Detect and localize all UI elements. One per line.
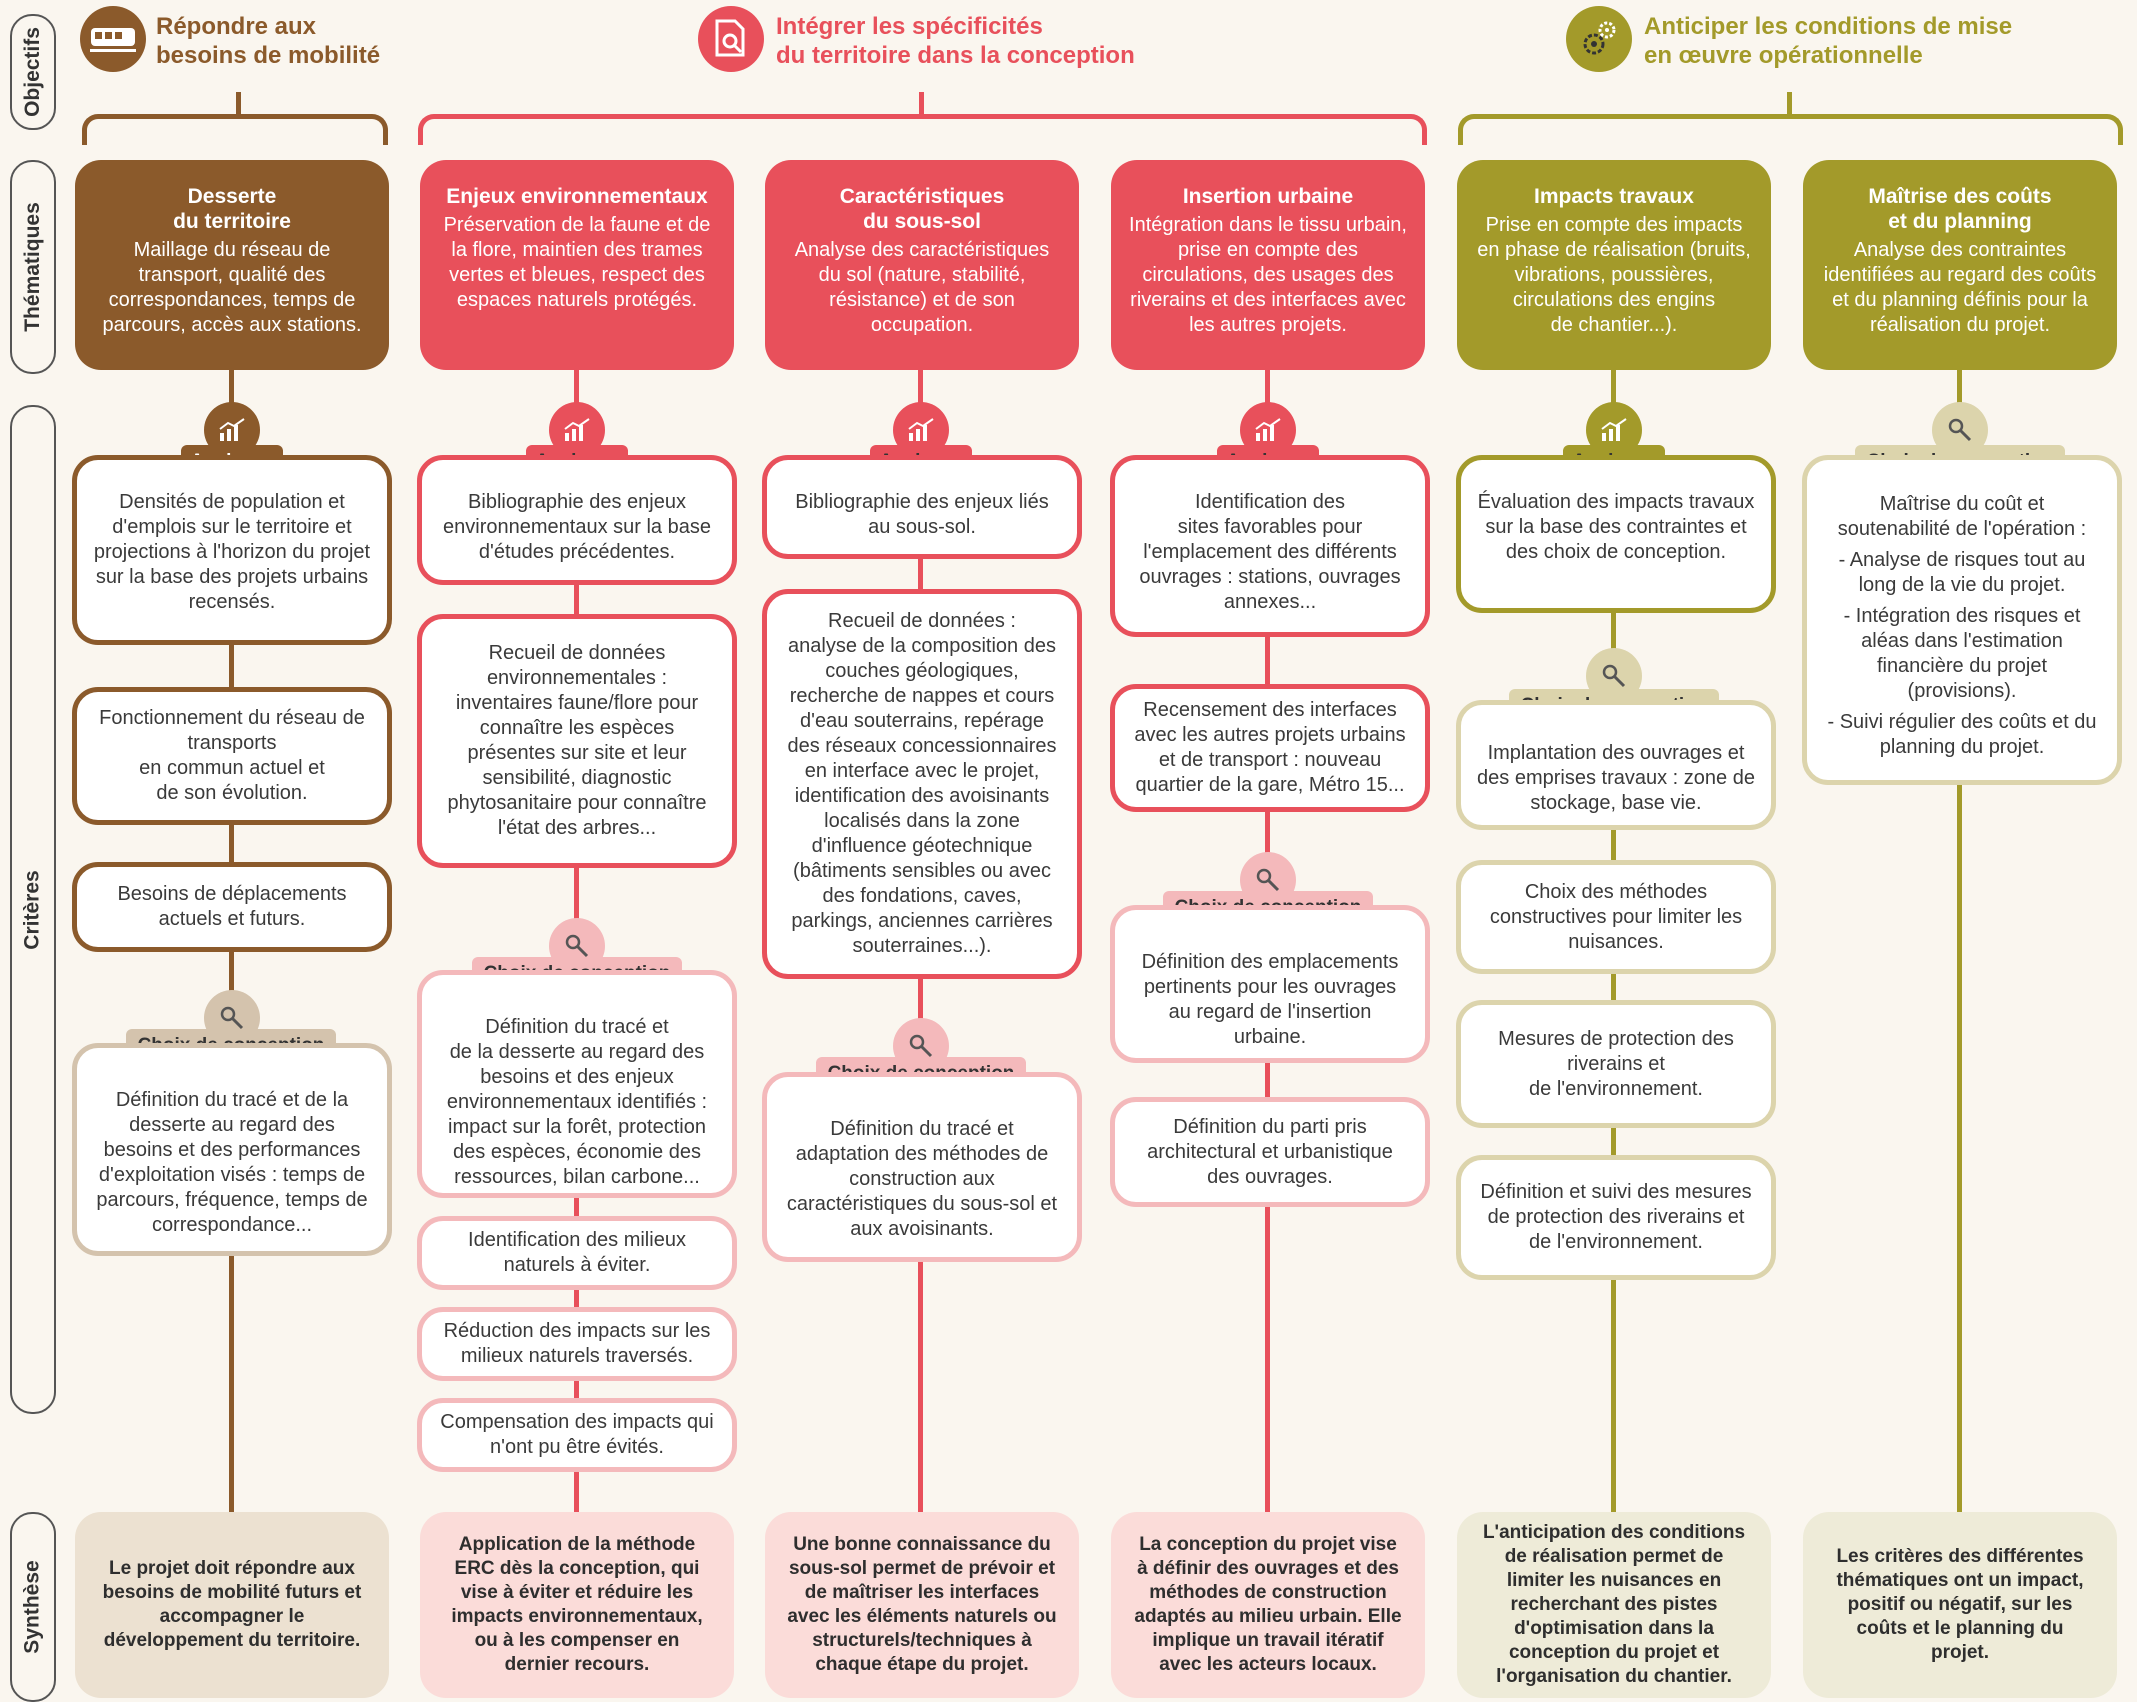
synthese-box: Application de la méthode ERC dès la con… <box>420 1512 734 1698</box>
choix-item: - Analyse de risques tout au long de la … <box>1838 549 2086 596</box>
criterion-box: Évaluation des impacts travaux sur la ba… <box>1456 455 1776 613</box>
gears-icon <box>1566 6 1632 72</box>
bracket-stem <box>919 92 924 118</box>
criterion-box: Bibliographie des enjeux liés au sous-so… <box>762 455 1082 559</box>
criterion-box: Définition du tracé et de la desserte au… <box>417 970 737 1198</box>
criterion-box: Bibliographie des enjeux environnementau… <box>417 455 737 585</box>
bracket-mobilite <box>82 114 388 145</box>
synthese-box: Les critères des différentes thématiques… <box>1803 1512 2117 1698</box>
criterion-box: Compensation des impacts qui n'ont pu êt… <box>417 1398 737 1472</box>
synthese-box: Une bonne connaissance du sous-sol perme… <box>765 1512 1079 1698</box>
side-label-criteres: Critères <box>10 405 56 1414</box>
side-label-thematiques: Thématiques <box>10 160 56 374</box>
side-label-synthese: Synthèse <box>10 1512 56 1702</box>
synthese-box: Le projet doit répondre aux besoins de m… <box>75 1512 389 1698</box>
criterion-box: Recueil de données : analyse de la compo… <box>762 589 1082 979</box>
criterion-box: Identification des sites favorables pour… <box>1110 455 1430 637</box>
train-icon <box>80 6 146 72</box>
bracket-stem <box>1787 92 1792 118</box>
criterion-box: Définition des emplacements pertinents p… <box>1110 905 1430 1063</box>
criterion-box: Maîtrise du coût et soutenabilité de l'o… <box>1802 455 2122 785</box>
document-search-icon <box>698 6 764 72</box>
bracket-operationnelle <box>1458 114 2123 145</box>
bracket-stem <box>236 92 241 118</box>
criterion-box: Réduction des impacts sur les milieux na… <box>417 1307 737 1381</box>
criterion-box: Mesures de protection des riverains et d… <box>1456 1000 1776 1128</box>
criterion-box: Recueil de données environnementales : i… <box>417 614 737 868</box>
criterion-box: Recensement des interfaces avec les autr… <box>1110 684 1430 812</box>
criterion-box: Définition du tracé et adaptation des mé… <box>762 1072 1082 1262</box>
criterion-box: Définition et suivi des mesures de prote… <box>1456 1155 1776 1280</box>
criterion-box: Choix des méthodes constructives pour li… <box>1456 860 1776 974</box>
criterion-box: Besoins de déplacements actuels et futur… <box>72 862 392 952</box>
criterion-box: Densités de population et d'emplois sur … <box>72 455 392 645</box>
side-label-objectifs: Objectifs <box>10 14 56 130</box>
criterion-box: Définition du parti pris architectural e… <box>1110 1097 1430 1207</box>
synthese-box: La conception du projet vise à définir d… <box>1111 1512 1425 1698</box>
choix-intro: Maîtrise du coût et soutenabilité de l'o… <box>1837 493 2087 540</box>
synthese-box: L'anticipation des conditions de réalisa… <box>1457 1512 1771 1698</box>
criterion-box: Fonctionnement du réseau de transports e… <box>72 687 392 825</box>
criterion-box: Définition du tracé et de la desserte au… <box>72 1043 392 1256</box>
connector-line <box>1957 370 1962 1512</box>
criterion-box: Identification des milieux naturels à év… <box>417 1216 737 1290</box>
choix-item: - Intégration des risques et aléas dans … <box>1843 605 2081 702</box>
criterion-box: Implantation des ouvrages et des emprise… <box>1456 700 1776 830</box>
choix-item: - Suivi régulier des coûts et du plannin… <box>1827 711 2097 758</box>
bracket-territoire <box>418 114 1427 145</box>
